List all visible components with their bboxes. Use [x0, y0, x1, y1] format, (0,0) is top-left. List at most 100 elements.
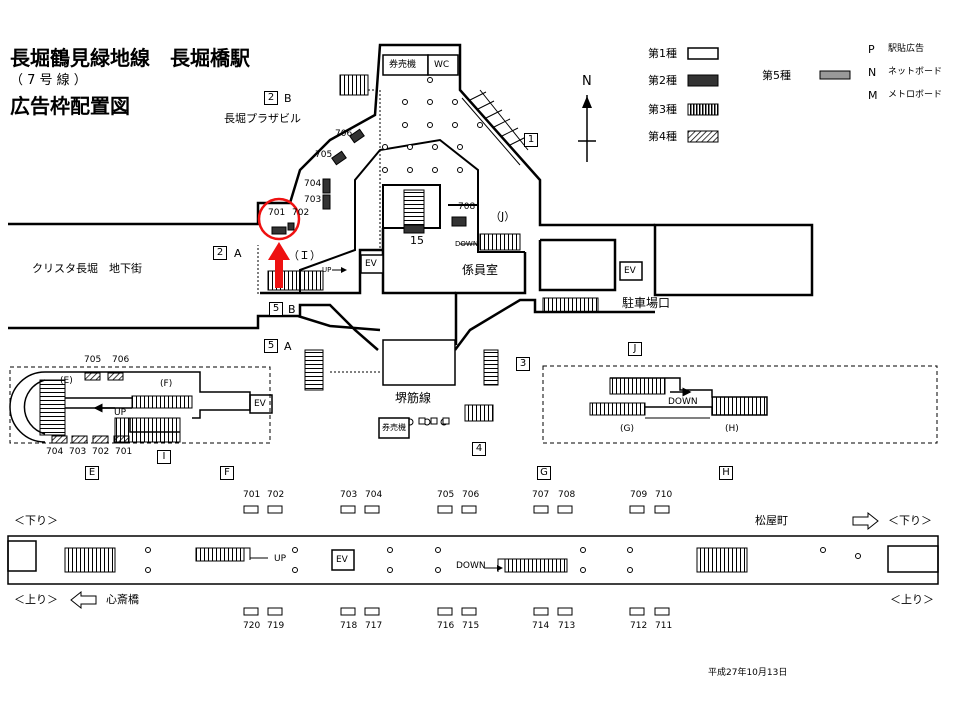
- wc-label: WC: [434, 60, 450, 70]
- ticket-machine-label: 券売機: [389, 60, 417, 70]
- nobori-left-label: ＜上り＞: [14, 593, 58, 606]
- ad-706-plat: 706: [112, 355, 130, 365]
- ev-label-1: EV: [365, 259, 377, 269]
- legend-p-key: P: [868, 43, 875, 56]
- crysta-label: クリスタ長堀 地下街: [32, 262, 142, 275]
- track-ad-702: 702: [267, 490, 285, 500]
- ad-702-label: 702: [292, 208, 310, 218]
- legend-p-label: 駅貼広告: [888, 44, 925, 54]
- track-columns: [145, 547, 861, 573]
- legend-m-label: メトロボード: [888, 90, 943, 100]
- legend-type4: 第4種: [648, 130, 677, 143]
- track-ad-720: 720: [243, 621, 261, 631]
- ad-701-label: 701: [268, 208, 286, 218]
- exit-1-box: 1: [524, 133, 538, 147]
- track-ad-711: 711: [655, 621, 673, 631]
- area-f-label: (F): [160, 379, 173, 389]
- doc-title: 広告枠配置図: [10, 94, 130, 118]
- exit-i-box: I: [157, 450, 171, 464]
- legend-type1: 第1種: [648, 47, 677, 60]
- ad-703-label: 703: [304, 195, 322, 205]
- up-label-1: UP: [322, 266, 332, 274]
- escalator-exit1: [461, 89, 529, 166]
- type2-ads: [271, 128, 467, 235]
- exit-f-box: F: [220, 466, 234, 480]
- dotted-lines: [257, 89, 381, 373]
- down-label-2: DOWN: [668, 397, 698, 407]
- kudari-left-label: ＜下り＞: [14, 514, 58, 527]
- legend-swatches: [687, 47, 851, 143]
- track-ad-718: 718: [340, 621, 358, 631]
- exit-4-box: 4: [472, 442, 486, 456]
- exit-2a-label: A: [234, 247, 242, 260]
- legend-type5: 第5種: [762, 69, 791, 82]
- track-stairs: [64, 547, 748, 573]
- down-label-3: DOWN: [456, 561, 486, 571]
- up-label-3: UP: [274, 554, 287, 564]
- track-ad-717: 717: [365, 621, 383, 631]
- track-ad-713: 713: [558, 621, 576, 631]
- legend-type2: 第2種: [648, 74, 677, 87]
- area-i-label: （Ｉ）: [288, 249, 321, 262]
- exit-g-box: G: [537, 466, 551, 480]
- shinsaibashi-label: 心斎橋: [106, 593, 139, 606]
- ad-704-label: 704: [304, 179, 322, 189]
- parking-label: 駐車場口: [622, 296, 671, 310]
- exit-2b-label: B: [284, 92, 292, 105]
- sakaisuji-label: 堺筋線: [395, 391, 432, 405]
- exit-5b-box: 5: [269, 302, 283, 316]
- track-ad-714: 714: [532, 621, 550, 631]
- ad-705-label: 705: [315, 150, 333, 160]
- line-number: （ 7 号 線 ）: [10, 73, 87, 88]
- ad-706-label: 706: [335, 129, 353, 139]
- exit-5a-label: A: [284, 340, 292, 353]
- area-h-label: (H): [725, 424, 739, 434]
- track-ad-709: 709: [630, 490, 648, 500]
- matsuya-label: 松屋町: [755, 514, 788, 527]
- ad-701-plat: 701: [115, 447, 133, 457]
- track-ad-716: 716: [437, 621, 455, 631]
- track-ad-slots: [243, 505, 670, 616]
- north-label: N: [582, 74, 592, 89]
- highlight-marker: [257, 197, 301, 288]
- ad-702-plat: 702: [92, 447, 110, 457]
- ad-703-plat: 703: [69, 447, 87, 457]
- area-j-label: （J）: [490, 210, 516, 223]
- ev-label-4: EV: [336, 555, 348, 565]
- track-ad-703: 703: [340, 490, 358, 500]
- up-label-2: UP: [114, 408, 127, 418]
- ev-label-2: EV: [624, 266, 636, 276]
- kudari-right-label: ＜下り＞: [888, 514, 932, 527]
- staff-room-label: 係員室: [462, 263, 499, 277]
- exit-h-box: H: [719, 466, 733, 480]
- track-ad-715: 715: [462, 621, 480, 631]
- exit-2a-box: 2: [213, 246, 227, 260]
- exit-5b-label: B: [288, 303, 296, 316]
- area-e-label: (E): [60, 376, 73, 386]
- exit-5a-box: 5: [264, 339, 278, 353]
- exit-e-box: E: [85, 466, 99, 480]
- legend-type3: 第3種: [648, 103, 677, 116]
- legend-n-key: N: [868, 66, 877, 79]
- track-ad-705: 705: [437, 490, 455, 500]
- exit-j-box: J: [628, 342, 642, 356]
- legend-n-label: ネットボード: [888, 67, 943, 77]
- legend-m-key: M: [868, 89, 878, 102]
- plaza-label: 長堀プラザビル: [224, 112, 301, 125]
- track-ad-701: 701: [243, 490, 261, 500]
- ticket-machine-2-label: 券売機: [382, 423, 406, 432]
- track-ad-710: 710: [655, 490, 673, 500]
- track-ad-706: 706: [462, 490, 480, 500]
- area-g-label: (G): [620, 424, 634, 434]
- line-station-title: 長堀鶴見緑地線 長堀橋駅: [10, 46, 250, 70]
- exit-3-box: 3: [516, 357, 530, 371]
- track-ad-708: 708: [558, 490, 576, 500]
- date-label: 平成27年10月13日: [708, 668, 788, 678]
- nobori-right-label: ＜上り＞: [890, 593, 934, 606]
- ad-708-label: 708: [458, 202, 476, 212]
- track-ad-704: 704: [365, 490, 383, 500]
- ad-704-plat: 704: [46, 447, 64, 457]
- direction-arrows: [70, 511, 879, 610]
- north-arrow-icon: [578, 95, 596, 162]
